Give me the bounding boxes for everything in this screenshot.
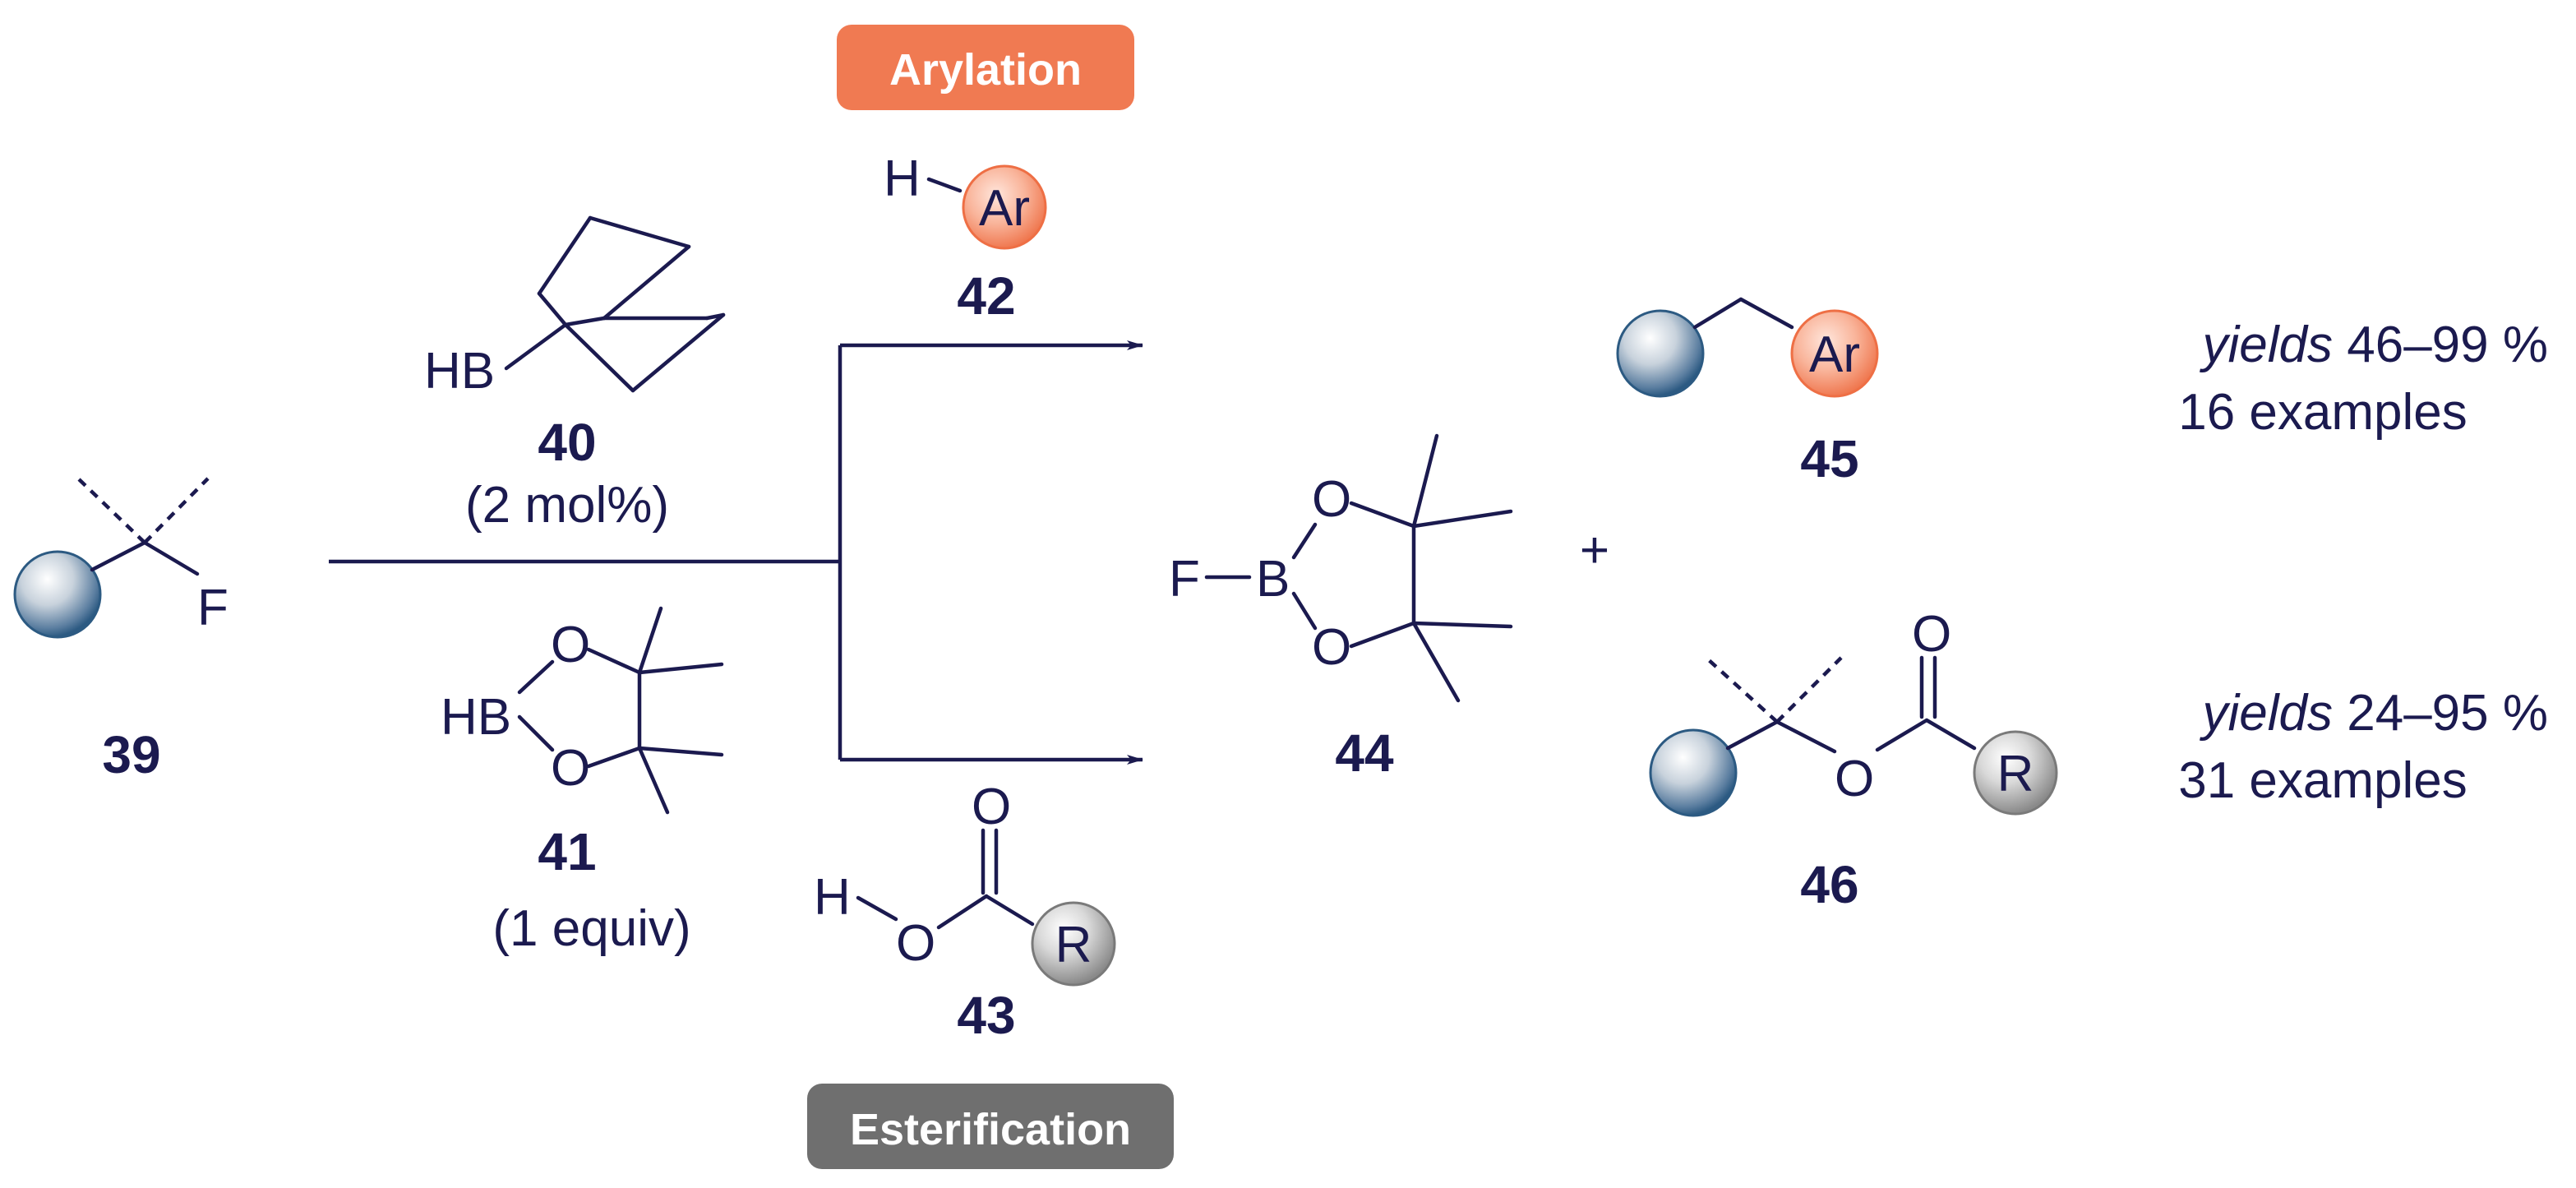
atom-O-46-carbonyl: O bbox=[1912, 606, 1951, 663]
atom-R-46: R bbox=[1997, 746, 2034, 802]
compound-number-40: 40 bbox=[538, 413, 596, 472]
compound-number-45: 45 bbox=[1800, 429, 1858, 488]
compound-45: Ar 45 bbox=[1616, 297, 1879, 488]
arylation-badge: Arylation bbox=[837, 25, 1134, 110]
compound-40: HB 40 (2 mol%) bbox=[424, 215, 726, 534]
compound-43: H O O R 43 bbox=[814, 779, 1116, 1045]
ester-yield-label: yields bbox=[2199, 685, 2333, 742]
aryl-sphere-icon bbox=[962, 164, 1047, 250]
compound-number-42: 42 bbox=[957, 266, 1015, 326]
atom-O-46: O bbox=[1835, 751, 1874, 807]
reagent-equiv: (1 equiv) bbox=[492, 900, 690, 957]
r-sphere-icon bbox=[1031, 901, 1116, 987]
atom-HB-41: HB bbox=[441, 689, 511, 746]
compound-number-43: 43 bbox=[957, 986, 1015, 1045]
compound-number-39: 39 bbox=[102, 725, 160, 784]
substrate-sphere-icon-46 bbox=[1649, 728, 1738, 817]
compound-number-44: 44 bbox=[1335, 723, 1394, 783]
arylation-yields: yields 46–99 % 16 examples bbox=[2178, 317, 2548, 441]
atom-Ar-45: Ar bbox=[1809, 326, 1860, 383]
compound-46: O O R 46 bbox=[1649, 606, 2058, 914]
arylation-yield-range: 46–99 % bbox=[2333, 317, 2548, 373]
atom-F-44: F bbox=[1169, 551, 1200, 608]
compound-41: HB O O 41 (1 equiv) bbox=[441, 606, 724, 957]
arylation-label: Arylation bbox=[889, 45, 1082, 95]
atom-R-43: R bbox=[1055, 917, 1092, 973]
atom-H-43: H bbox=[814, 869, 851, 926]
compound-number-41: 41 bbox=[538, 822, 596, 881]
atom-O-43-carbonyl: O bbox=[972, 779, 1011, 835]
compound-39: F 39 bbox=[13, 477, 229, 784]
atom-Ar-42: Ar bbox=[979, 180, 1030, 237]
aryl-sphere-icon-45 bbox=[1790, 309, 1879, 398]
svg-text:yields 24–95 %: yields 24–95 % bbox=[2199, 685, 2548, 742]
atom-O-43: O bbox=[896, 915, 935, 972]
compound-44: F B O O 44 bbox=[1169, 433, 1513, 783]
r-sphere-icon-46 bbox=[1973, 730, 2058, 816]
esterification-badge: Esterification bbox=[807, 1084, 1174, 1169]
ester-yield-range: 24–95 % bbox=[2333, 685, 2548, 742]
atom-O-44a: O bbox=[1312, 471, 1351, 528]
substrate-sphere-icon bbox=[13, 550, 102, 639]
atom-HB-40: HB bbox=[424, 343, 495, 400]
esterification-label: Esterification bbox=[850, 1105, 1131, 1154]
atom-B-44: B bbox=[1256, 551, 1290, 608]
compound-number-46: 46 bbox=[1800, 855, 1858, 914]
atom-O-41b: O bbox=[551, 740, 590, 797]
atom-F: F bbox=[197, 580, 229, 636]
plus-sign: + bbox=[1580, 522, 1609, 579]
compound-42: H Ar 42 bbox=[884, 150, 1047, 326]
atom-O-44b: O bbox=[1312, 619, 1351, 676]
svg-text:yields 46–99 %: yields 46–99 % bbox=[2199, 317, 2548, 373]
ester-examples: 31 examples bbox=[2178, 752, 2468, 809]
atom-H-42: H bbox=[884, 150, 921, 207]
atom-O-41a: O bbox=[551, 617, 590, 673]
substrate-sphere-icon-45 bbox=[1616, 309, 1705, 398]
arylation-examples: 16 examples bbox=[2178, 384, 2468, 441]
esterification-yields: yields 24–95 % 31 examples bbox=[2178, 685, 2548, 809]
arylation-yield-label: yields bbox=[2199, 317, 2333, 373]
reaction-arrows bbox=[329, 340, 1143, 765]
catalyst-loading: (2 mol%) bbox=[465, 477, 669, 534]
